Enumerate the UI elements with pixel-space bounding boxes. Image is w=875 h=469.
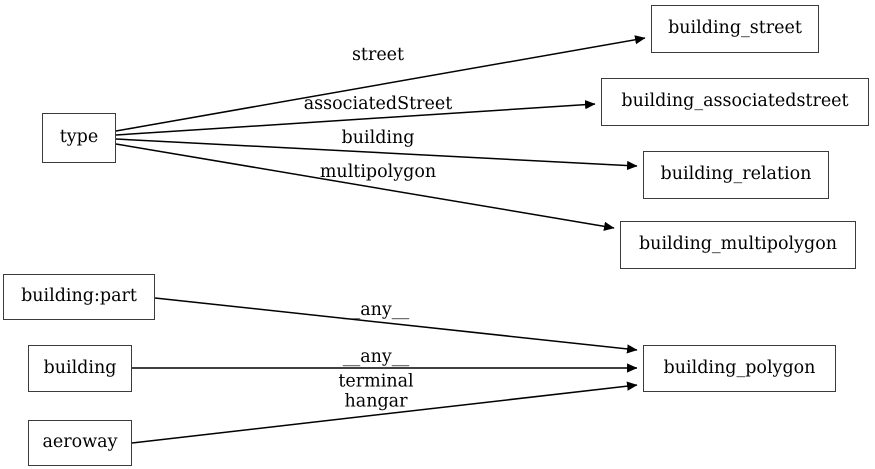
edge-label-line: __any__ — [342, 300, 410, 321]
edge-label-line: terminal — [338, 371, 414, 392]
edge-e1 — [115, 35, 646, 132]
node-aeroway[interactable]: aeroway — [28, 420, 132, 466]
edge-label-e1: street — [352, 46, 404, 66]
node-building[interactable]: building — [28, 345, 132, 392]
edge-label-line: associatedStreet — [303, 94, 453, 115]
node-label: building_multipolygon — [638, 234, 837, 255]
edge-label-line: hangar — [344, 391, 408, 411]
edge-label-line: street — [351, 45, 405, 66]
edge-label-e5: __any__ — [343, 301, 410, 321]
edge-label-e6: __any__ — [343, 348, 410, 368]
node-label: aeroway — [42, 432, 118, 453]
edge-label-e2: associatedStreet — [304, 95, 453, 115]
edge-label-e4: multipolygon — [320, 163, 436, 183]
edge-e3 — [115, 138, 638, 171]
node-building_associatedstreet[interactable]: building_associatedstreet — [601, 78, 869, 126]
node-building_part[interactable]: building:part — [3, 274, 155, 320]
edge-lines — [115, 35, 646, 444]
node-label: building:part — [21, 286, 137, 307]
node-label: building — [43, 357, 117, 378]
node-building_polygon[interactable]: building_polygon — [643, 345, 836, 392]
edge-label-line: building — [341, 128, 415, 149]
node-building_multipolygon[interactable]: building_multipolygon — [620, 221, 856, 269]
edge-e4 — [115, 143, 615, 231]
node-building_relation[interactable]: building_relation — [643, 151, 829, 199]
node-label: building_polygon — [663, 357, 816, 378]
node-label: building_street — [668, 18, 802, 39]
node-building_street[interactable]: building_street — [651, 5, 819, 53]
node-label: building_associatedstreet — [621, 91, 849, 112]
edge-label-e3: building — [342, 129, 415, 149]
edge-e5 — [154, 297, 638, 354]
node-label: building_relation — [660, 164, 812, 185]
node-type[interactable]: type — [42, 113, 116, 163]
node-label: type — [59, 127, 99, 148]
edge-label-line: multipolygon — [319, 162, 437, 183]
edge-e2 — [115, 100, 596, 136]
edge-e7 — [131, 381, 638, 444]
edge-label-line: __any__ — [342, 347, 410, 368]
